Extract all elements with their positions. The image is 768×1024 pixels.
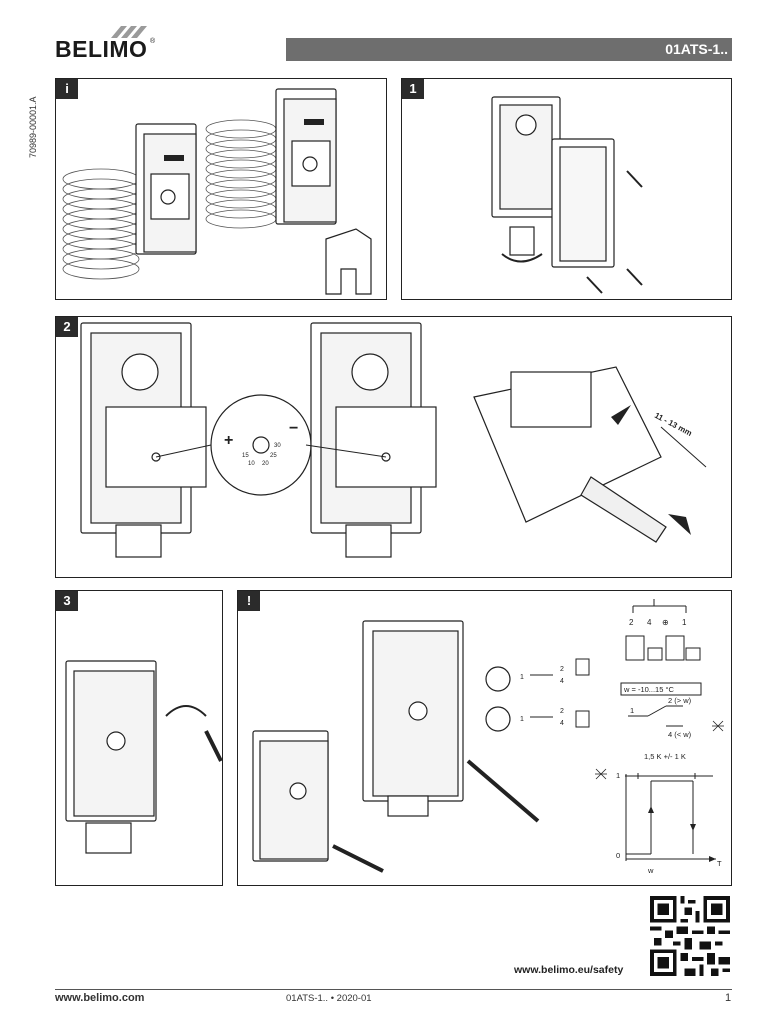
setpoint-range: w = -10...15 °C: [623, 685, 674, 694]
hysteresis-label: 1,5 K +/- 1 K: [644, 752, 686, 761]
footer-website[interactable]: www.belimo.com: [55, 992, 145, 1004]
terminal-2: 2: [629, 618, 634, 627]
qr-code[interactable]: [650, 896, 730, 976]
brand-registered: ®: [150, 38, 156, 45]
panel-tag-step-2: 2: [56, 317, 78, 337]
brand-logo: BELIMO ®: [55, 26, 155, 62]
panel-step-2: + − 15 10 20 25 30 11 - 13 mm 2: [55, 316, 732, 578]
axis-x-label: T: [717, 859, 722, 868]
step3-illustration: [65, 660, 223, 854]
contact-above: 2 (> w): [668, 696, 692, 705]
panel-step-1: 1: [401, 78, 732, 300]
lock-b-2: 2: [560, 708, 564, 715]
product-code: 01ATS-1..: [665, 41, 728, 57]
axis-w-label: w: [647, 866, 654, 875]
panel-tag-info: i: [56, 79, 78, 99]
lock-a-2: 2: [560, 666, 564, 673]
dial-mark-3: 25: [270, 453, 277, 459]
dial-mark-1: 10: [248, 461, 255, 467]
contact-below: 4 (< w): [668, 730, 692, 739]
panel-step-3: 3: [55, 590, 223, 886]
panel-tag-warning: !: [238, 591, 260, 611]
lock-b-1: 1: [520, 716, 524, 723]
contact-common: 1: [630, 706, 634, 715]
lock-a-4: 4: [560, 678, 564, 685]
terminal-ground: ⊕: [662, 618, 669, 627]
dial-plus: +: [224, 432, 233, 449]
panel-tag-step-1: 1: [402, 79, 424, 99]
dial-mark-4: 30: [274, 443, 281, 449]
brand-name: BELIMO: [55, 36, 148, 62]
dial-minus: −: [289, 420, 298, 437]
logo-stripes: [111, 26, 147, 38]
document-id: 70989-00001.A: [28, 96, 38, 158]
strip-length-label: 11 - 13 mm: [653, 411, 693, 438]
footer-doc-ref: 01ATS-1.. • 2020-01: [286, 993, 372, 1004]
step2-illustration: + − 15 10 20 25 30 11 - 13 mm: [80, 322, 707, 558]
safety-link[interactable]: www.belimo.eu/safety: [514, 964, 624, 976]
panel-warning: 1 2 4 1 2 4: [237, 590, 732, 886]
step1-illustration: [491, 96, 643, 294]
dial-mark-0: 15: [242, 453, 249, 459]
terminal-1: 1: [682, 618, 687, 627]
axis-y-zero: 0: [616, 851, 620, 860]
info-illustration: [62, 88, 372, 295]
page-number: 1: [725, 992, 732, 1004]
lock-a-1: 1: [520, 674, 524, 681]
dial-mark-2: 20: [262, 461, 269, 467]
warning-illustration: 1 2 4 1 2 4: [252, 599, 724, 875]
terminal-4: 4: [647, 618, 652, 627]
panel-info: i: [55, 78, 387, 300]
footer-divider: [55, 989, 732, 990]
panel-tag-step-3: 3: [56, 591, 78, 611]
lock-b-4: 4: [560, 720, 564, 727]
header-bar: 01ATS-1..: [286, 38, 732, 61]
axis-y-one: 1: [616, 771, 620, 780]
